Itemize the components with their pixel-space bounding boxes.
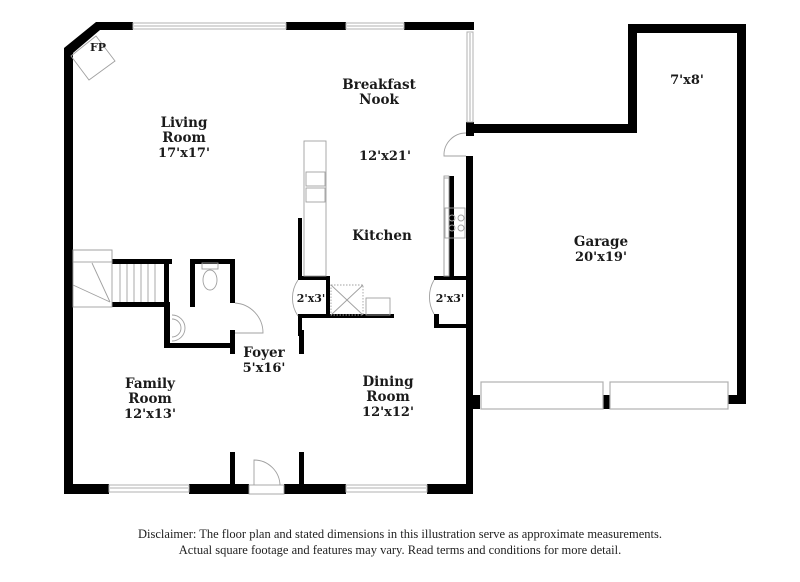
stove [444, 207, 466, 239]
interior-walls [112, 176, 470, 487]
fireplace [70, 35, 116, 81]
garage-door-swing [443, 132, 467, 157]
room-label-dining-room: Dining Room 12'x12' [362, 374, 414, 421]
pantry [330, 284, 364, 316]
room-dimensions-breakfast-nook: 12'x21' [359, 149, 411, 164]
closet-right-door-swing [428, 279, 435, 315]
front-door-swing [253, 459, 281, 487]
kitchen-counter-left [303, 140, 327, 277]
exterior-walls [64, 22, 746, 494]
bath-door-swing [234, 302, 264, 334]
room-label-garage: Garage 20'x19' [573, 234, 629, 266]
fixtures [70, 35, 467, 495]
disclaimer-line-1: Disclaimer: The floor plan and stated di… [138, 527, 662, 541]
sink-bowl-1 [305, 171, 326, 187]
room-label-family-room: Family Room 12'x13' [124, 376, 176, 423]
room-label-storage: 7'x8' [670, 73, 704, 88]
room-label-breakfast-nook: Breakfast Nook [342, 77, 416, 108]
closet-left-door-swing [292, 279, 299, 317]
room-label-living-room: Living Room 17'x17' [158, 115, 210, 162]
garage-doors [480, 381, 729, 410]
sink-bowl-2 [305, 187, 326, 203]
disclaimer: Disclaimer: The floor plan and stated di… [0, 526, 800, 558]
room-label-closet-right: 2'x3' [435, 292, 465, 305]
disclaimer-line-2: Actual square footage and features may v… [178, 543, 622, 557]
room-label-foyer: Foyer 5'x16' [242, 345, 286, 377]
room-label-kitchen: Kitchen [352, 228, 412, 244]
fireplace-label: FP [89, 41, 107, 54]
washer [365, 297, 391, 316]
windows [108, 22, 474, 493]
room-label-closet-left: 2'x3' [296, 292, 326, 305]
